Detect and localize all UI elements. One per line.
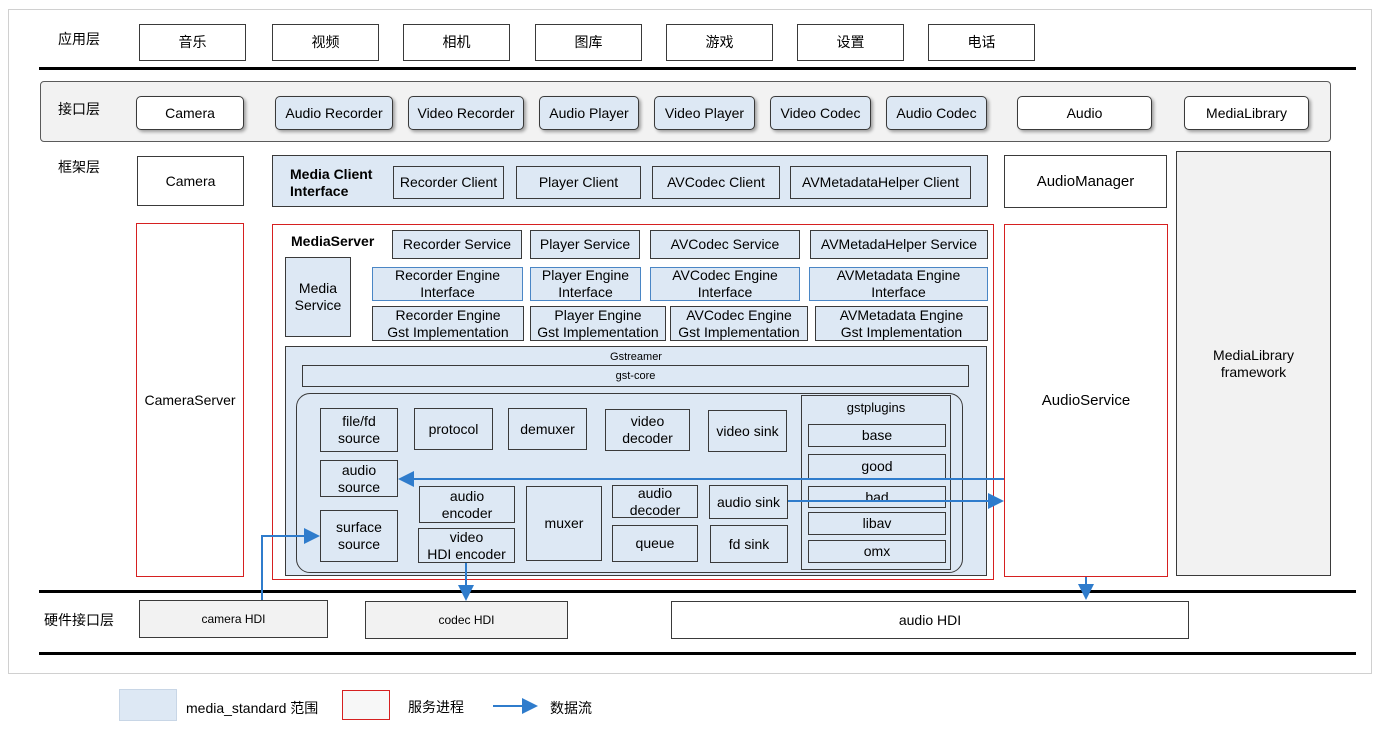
player-client: Player Client xyxy=(516,166,641,199)
api-camera: Camera xyxy=(136,96,244,130)
legend-scope-swatch xyxy=(119,689,177,721)
legend-process-swatch xyxy=(342,690,390,720)
avcodec-client: AVCodec Client xyxy=(652,166,780,199)
queue-element: queue xyxy=(612,525,698,562)
avcodec-service: AVCodec Service xyxy=(650,230,800,259)
camera-server: CameraServer xyxy=(136,223,244,577)
gstplugins-label: gstplugins xyxy=(846,400,906,415)
medialibrary-framework: MediaLibrary framework xyxy=(1176,151,1331,576)
audio-manager: AudioManager xyxy=(1004,155,1167,208)
app-music: 音乐 xyxy=(139,24,246,61)
audio-source-element: audio source xyxy=(320,460,398,497)
app-video: 视频 xyxy=(272,24,379,61)
api-video-player: Video Player xyxy=(654,96,755,130)
layer-label-hardware: 硬件接口层 xyxy=(44,612,114,628)
camera-hdi: camera HDI xyxy=(139,600,328,638)
media-client-interface-label: Media Client Interface xyxy=(290,166,373,199)
separator-middle xyxy=(39,590,1356,593)
layer-label-interface: 接口层 xyxy=(58,101,100,117)
audio-decoder-element: audio decoder xyxy=(612,485,698,518)
recorder-engine-interface: Recorder Engine Interface xyxy=(372,267,523,301)
diagram-frame xyxy=(8,9,1372,674)
gst-core: gst-core xyxy=(302,365,969,387)
video-hdi-encoder-element: video HDI encoder xyxy=(418,528,515,563)
audio-sink-element: audio sink xyxy=(709,485,788,519)
app-games: 游戏 xyxy=(666,24,773,61)
media-server-label: MediaServer xyxy=(291,233,375,249)
api-audio-player: Audio Player xyxy=(539,96,639,130)
plugin-base: base xyxy=(808,424,946,447)
avmetadata-engine-gst: AVMetadata Engine Gst Implementation xyxy=(815,306,988,341)
recorder-client: Recorder Client xyxy=(393,166,504,199)
audio-encoder-element: audio encoder xyxy=(419,486,515,523)
api-audio-recorder: Audio Recorder xyxy=(275,96,393,130)
media-service: Media Service xyxy=(285,257,351,337)
app-settings: 设置 xyxy=(797,24,904,61)
separator-top xyxy=(39,67,1356,70)
api-audio-codec: Audio Codec xyxy=(886,96,987,130)
avmetadatahelper-client: AVMetadataHelper Client xyxy=(790,166,971,199)
player-service: Player Service xyxy=(530,230,640,259)
gstreamer-label: Gstreamer xyxy=(610,351,662,363)
recorder-engine-gst: Recorder Engine Gst Implementation xyxy=(372,306,524,341)
app-phone: 电话 xyxy=(928,24,1035,61)
api-medialibrary: MediaLibrary xyxy=(1184,96,1309,130)
app-camera: 相机 xyxy=(403,24,510,61)
layer-label-app: 应用层 xyxy=(58,31,100,47)
legend-scope-label: media_standard 范围 xyxy=(186,700,319,716)
avmetadata-engine-interface: AVMetadata Engine Interface xyxy=(809,267,988,301)
audio-hdi: audio HDI xyxy=(671,601,1189,639)
arrow-camera-hdi-to-surface-source xyxy=(261,528,320,600)
legend-dataflow-label: 数据流 xyxy=(550,700,592,716)
protocol-element: protocol xyxy=(414,408,493,450)
video-decoder-element: video decoder xyxy=(605,409,690,451)
codec-hdi: codec HDI xyxy=(365,601,568,639)
surface-source-element: surface source xyxy=(320,510,398,562)
avcodec-engine-interface: AVCodec Engine Interface xyxy=(650,267,800,301)
player-engine-interface: Player Engine Interface xyxy=(530,267,641,301)
fw-camera: Camera xyxy=(137,156,244,206)
file-fd-source: file/fd source xyxy=(320,408,398,452)
legend-process-label: 服务进程 xyxy=(408,699,464,715)
audio-service: AudioService xyxy=(1004,224,1168,577)
layer-label-framework: 框架层 xyxy=(58,159,100,175)
app-gallery: 图库 xyxy=(535,24,642,61)
api-video-codec: Video Codec xyxy=(770,96,871,130)
fd-sink-element: fd sink xyxy=(710,525,788,563)
plugin-libav: libav xyxy=(808,512,946,535)
video-sink-element: video sink xyxy=(708,410,787,452)
muxer-element: muxer xyxy=(526,486,602,561)
plugin-omx: omx xyxy=(808,540,946,563)
separator-bottom xyxy=(39,652,1356,655)
avcodec-engine-gst: AVCodec Engine Gst Implementation xyxy=(670,306,808,341)
api-audio: Audio xyxy=(1017,96,1152,130)
player-engine-gst: Player Engine Gst Implementation xyxy=(530,306,666,341)
recorder-service: Recorder Service xyxy=(392,230,522,259)
demuxer-element: demuxer xyxy=(508,408,587,450)
api-video-recorder: Video Recorder xyxy=(408,96,524,130)
avmetadahelper-service: AVMetadaHelper Service xyxy=(810,230,988,259)
